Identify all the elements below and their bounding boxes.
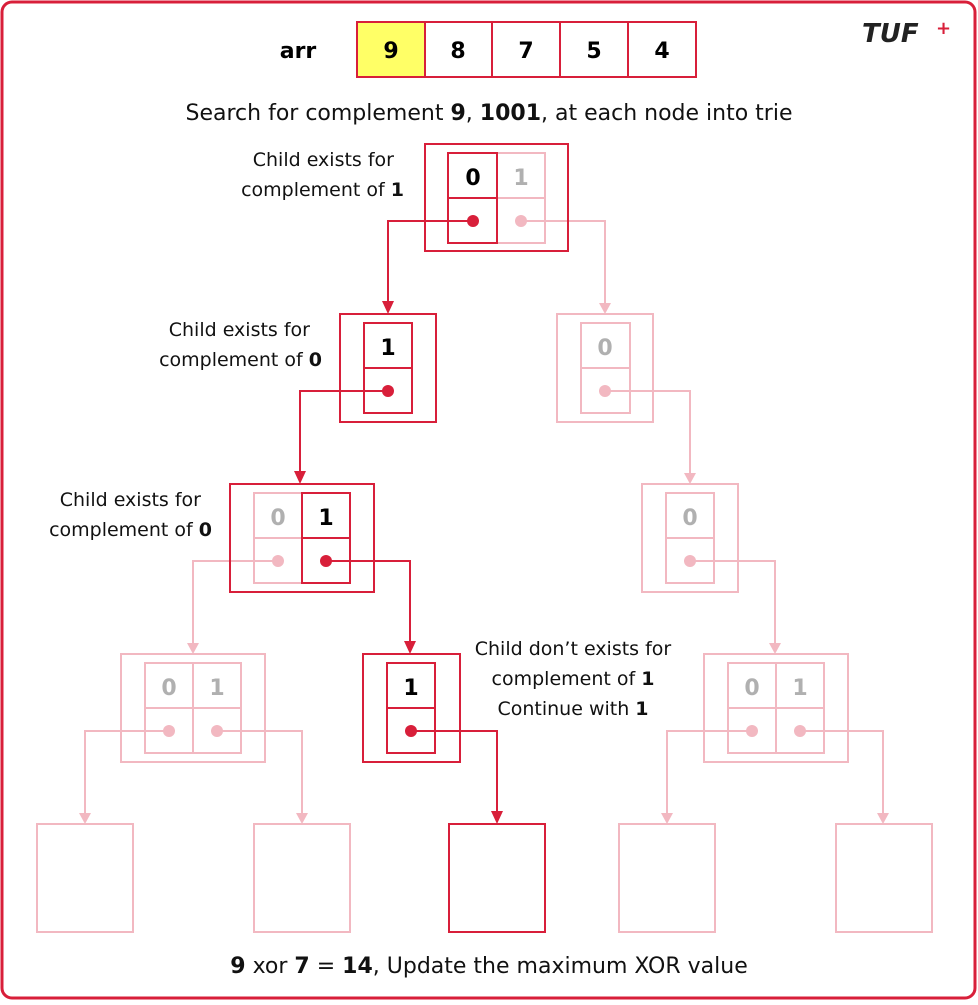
svg-text:1: 1 [513,166,528,191]
svg-text:complement of 0: complement of 0 [159,349,322,371]
array-value: 9 [383,39,398,64]
svg-text:0: 0 [270,506,285,531]
trie-node-l3-right: 0 1 [703,653,849,763]
svg-text:1: 1 [792,676,807,701]
svg-text:0: 0 [597,336,612,361]
svg-text:complement of 1: complement of 1 [241,179,404,201]
leaf-node-active [448,823,546,933]
result-text: 9 xor 7 = 14, Update the maximum XOR val… [230,954,747,979]
diagram-title: Search for complement 9, 1001, at each n… [186,101,793,126]
svg-text:0: 0 [465,166,480,191]
array-value: 5 [586,39,601,64]
array-label: arr [280,39,317,64]
array-value: 7 [518,39,533,64]
array-cell-highlighted [356,21,426,78]
leaf-node [618,823,716,933]
svg-text:0: 0 [161,676,176,701]
svg-text:complement of 1: complement of 1 [492,668,655,690]
annotation-level1: Child exists for complement of 0 [159,319,322,371]
svg-text:0: 0 [682,506,697,531]
trie-node-l3-left: 0 1 [120,653,266,763]
svg-text:1: 1 [209,676,224,701]
leaf-node [835,823,933,933]
leaf-nodes [36,823,933,933]
trie-node-l3-mid: 1 [362,653,461,763]
trie-node-l2-left: 0 1 [229,483,375,593]
annotation-level3: Child don’t exists for complement of 1 C… [475,638,672,720]
svg-text:Continue with 1: Continue with 1 [497,698,648,720]
annotation-level2: Child exists for complement of 0 [49,489,212,541]
array-value: 4 [654,39,669,64]
trie-node-l1-right: 0 [556,313,654,423]
array-value: 8 [450,39,465,64]
edges [79,220,889,824]
svg-text:+: + [936,18,951,39]
tuf-logo: TUF + [862,18,951,49]
array-cell [627,21,697,78]
svg-text:Child don’t exists for: Child don’t exists for [475,638,672,660]
svg-text:Child exists for: Child exists for [60,489,201,511]
svg-text:TUF: TUF [862,19,919,49]
svg-text:1: 1 [380,336,395,361]
svg-text:0: 0 [744,676,759,701]
svg-text:complement of 0: complement of 0 [49,519,212,541]
trie-node-l1-left: 1 [339,313,437,423]
leaf-node [253,823,351,933]
trie-node-l2-right: 0 [641,483,739,593]
svg-text:Child exists for: Child exists for [253,149,394,171]
svg-text:1: 1 [318,506,333,531]
svg-text:Child exists for: Child exists for [169,319,310,341]
trie-node-root: 0 1 [424,143,569,252]
annotation-root: Child exists for complement of 1 [241,149,404,201]
array: arr 9 8 7 5 4 [280,21,697,78]
svg-text:1: 1 [403,676,418,701]
leaf-node [36,823,134,933]
